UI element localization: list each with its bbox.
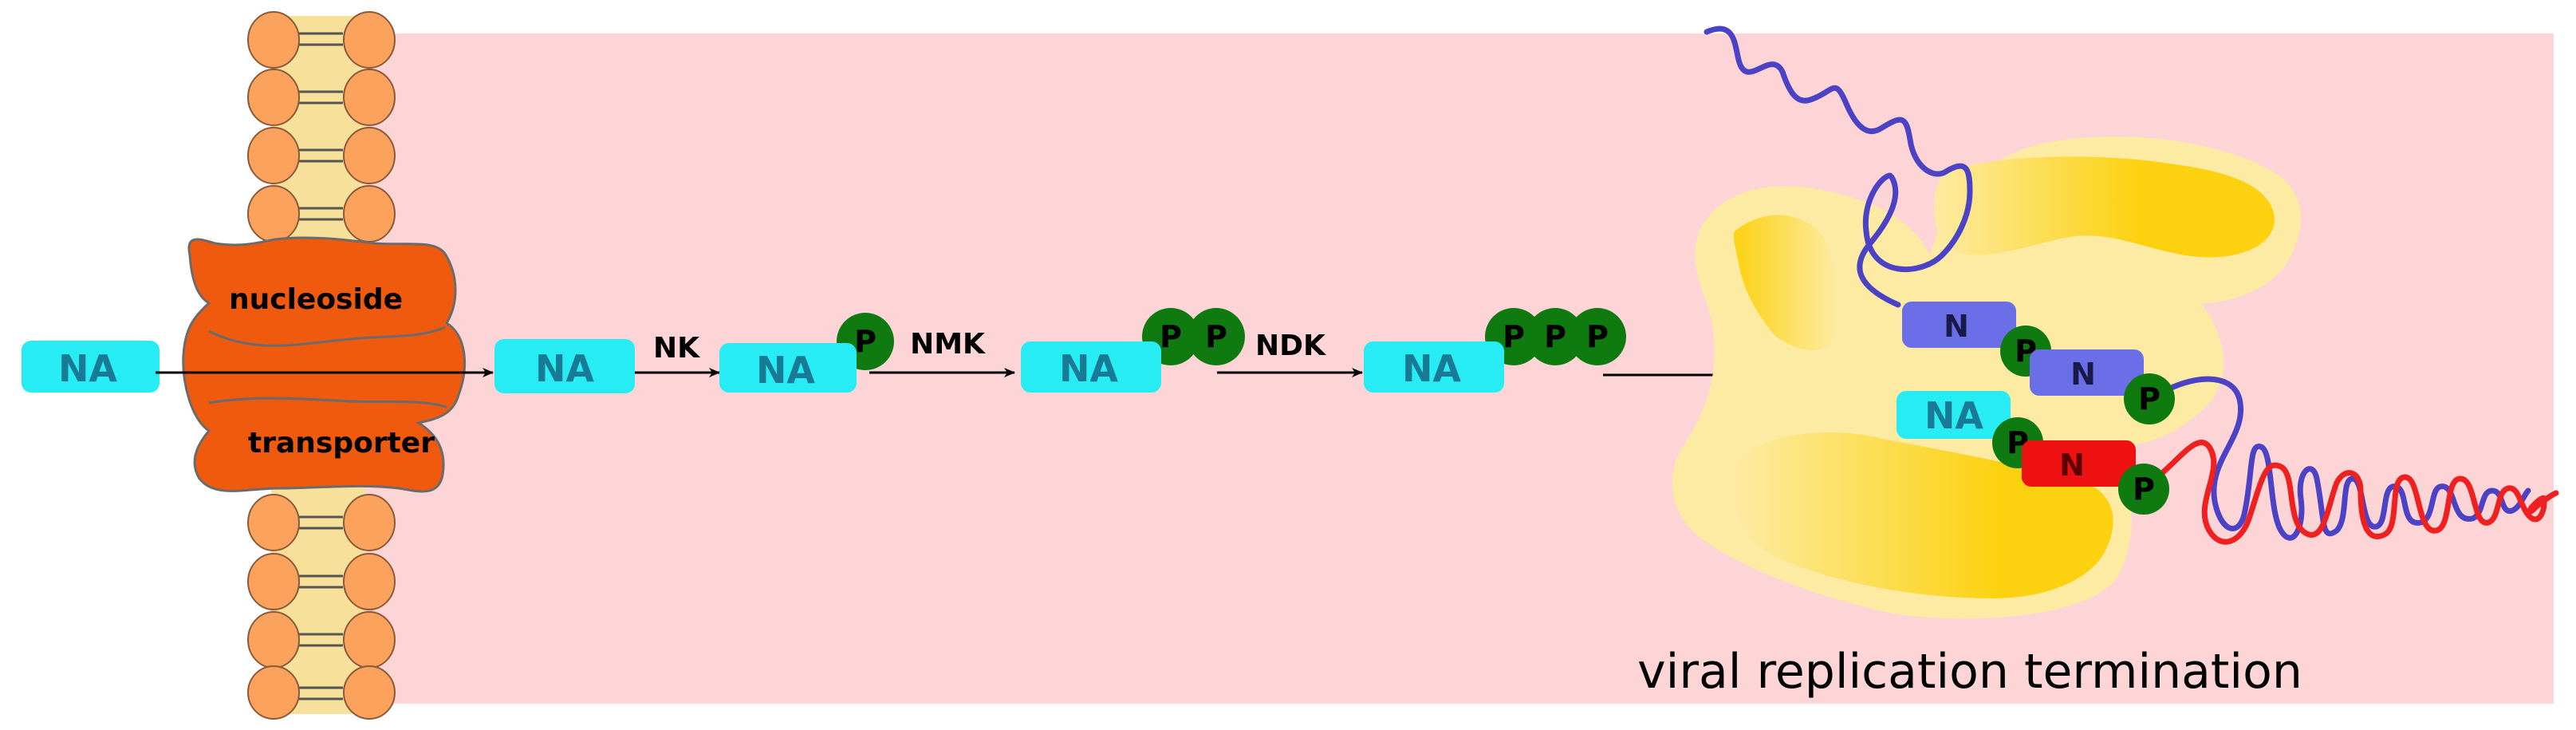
outcome-label: viral replication termination (1637, 644, 2302, 700)
rna-nascent-strand (2150, 440, 2559, 545)
transporter-label-top: nucleoside (229, 283, 403, 316)
svg-text:NA: NA (1924, 394, 1983, 437)
svg-text:NA: NA (58, 347, 117, 390)
membrane-lower (247, 487, 396, 720)
membrane-upper (247, 11, 396, 247)
viral-polymerase (1672, 136, 2301, 619)
na-monophosphate: P NA (719, 313, 894, 393)
rna-template-loop (1857, 174, 1901, 308)
svg-text:P: P (2138, 381, 2160, 416)
transporter-label-bottom: transporter (248, 427, 435, 460)
svg-text:N: N (2059, 448, 2085, 483)
svg-text:N: N (1944, 309, 1969, 344)
na-extracellular: NA (22, 341, 160, 393)
nucleotide-chain: N P N P NA P N P (1897, 302, 2175, 515)
na-triphosphate: P P P NA (1364, 308, 1626, 393)
rna-template-strand-lower (2170, 376, 2531, 541)
nk-label: NK (653, 332, 700, 365)
nucleoside-transporter: nucleoside transporter (182, 236, 467, 493)
ndk-label: NDK (1255, 329, 1326, 362)
svg-text:P: P (1205, 319, 1227, 354)
svg-text:NA: NA (1402, 347, 1461, 390)
svg-text:NA: NA (756, 349, 815, 392)
svg-text:P: P (854, 324, 876, 359)
svg-text:N: N (2070, 357, 2096, 392)
svg-text:NA: NA (1059, 347, 1118, 390)
nmk-label: NMK (910, 328, 986, 361)
svg-text:P: P (1503, 319, 1525, 354)
svg-text:NA: NA (535, 347, 594, 390)
na-diphosphate: P P NA (1021, 308, 1245, 393)
rna-template-strand-upper (1704, 26, 1973, 272)
svg-text:P: P (1544, 319, 1566, 354)
svg-text:P: P (2133, 472, 2155, 507)
svg-text:P: P (1586, 319, 1609, 354)
na-intracellular: NA (494, 339, 635, 393)
svg-text:P: P (1160, 319, 1182, 354)
